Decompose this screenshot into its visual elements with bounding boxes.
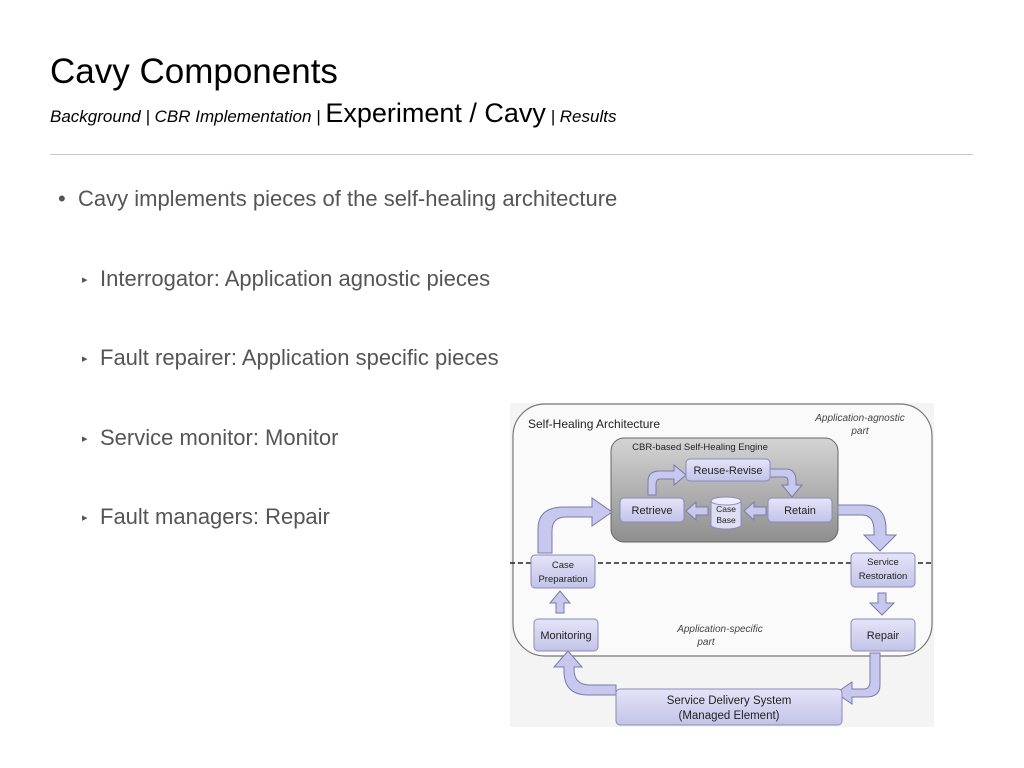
retrieve-label: Retrieve xyxy=(632,505,673,517)
specific-label-part: part xyxy=(696,637,715,648)
triangle-bullet-icon: ▸ xyxy=(82,433,88,445)
flow-arrows xyxy=(537,463,898,705)
retrieve-box: Retrieve xyxy=(619,497,685,523)
breadcrumb-cbr-implementation[interactable]: CBR Implementation xyxy=(154,107,312,126)
agnostic-label: Application-agnostic xyxy=(814,413,905,424)
breadcrumb-separator: | xyxy=(311,107,326,126)
self-healing-architecture-diagram: Self-Healing Architecture Application-ag… xyxy=(510,403,934,727)
case-preparation-box: Case Preparation xyxy=(530,554,596,589)
arrow-retain-to-casebase xyxy=(743,500,767,522)
triangle-bullet-icon: ▸ xyxy=(82,274,88,286)
bullet-main-text: Cavy implements pieces of the self-heali… xyxy=(78,186,618,211)
arrow-repair-to-servicedelivery xyxy=(835,652,881,705)
case-base-label-base: Base xyxy=(716,515,736,525)
monitoring-label: Monitoring xyxy=(540,630,591,642)
service-delivery-label: Service Delivery System xyxy=(667,695,792,707)
service-delivery-sublabel: (Managed Element) xyxy=(679,710,780,722)
sub-bullet: ▸ Fault repairer: Application specific pi… xyxy=(82,345,499,371)
arrow-reuse-to-retain xyxy=(767,468,804,498)
title-divider xyxy=(50,154,973,155)
arrow-restoration-to-repair xyxy=(868,592,896,616)
sub-bullet: ▸ Fault managers: Repair xyxy=(82,504,330,530)
breadcrumb-separator: | xyxy=(545,107,560,126)
service-restoration-label-2: Restoration xyxy=(859,571,908,582)
arrow-retain-to-restoration xyxy=(837,504,898,552)
case-preparation-label-2: Preparation xyxy=(538,574,587,585)
agnostic-label-part: part xyxy=(850,426,869,437)
reuse-revise-box: Reuse-Revise xyxy=(685,458,771,482)
case-preparation-label: Case xyxy=(552,560,574,571)
sub-bullet: ▸ Interrogator: Application agnostic piec… xyxy=(82,266,490,292)
arrow-retrieve-to-reuse xyxy=(647,463,687,496)
breadcrumb-current-section: Experiment / Cavy xyxy=(325,98,546,128)
sub-bullet-text: Service monitor: Monitor xyxy=(100,425,339,450)
case-base-cylinder: Case Base xyxy=(710,496,742,530)
diagram-title: Self-Healing Architecture xyxy=(528,417,660,431)
sub-bullet-text: Fault managers: Repair xyxy=(100,504,330,529)
breadcrumb-separator: | xyxy=(140,107,155,126)
arrow-monitoring-to-casepreparation xyxy=(548,590,572,614)
bullet-dot-icon: • xyxy=(58,186,66,211)
repair-label: Repair xyxy=(867,630,900,642)
breadcrumb-results[interactable]: Results xyxy=(559,107,617,126)
sub-bullet: ▸ Service monitor: Monitor xyxy=(82,425,338,451)
case-base-label: Case xyxy=(716,504,736,514)
retain-box: Retain xyxy=(767,497,833,523)
retain-label: Retain xyxy=(784,505,816,517)
engine-label: CBR-based Self-Healing Engine xyxy=(632,442,768,453)
breadcrumb: Background | CBR Implementation | Experi… xyxy=(50,98,616,129)
specific-label: Application-specific xyxy=(676,624,763,635)
sub-bullet-text: Fault repairer: Application specific pie… xyxy=(100,345,499,370)
arrow-servicedelivery-to-monitoring xyxy=(552,650,617,696)
bullet-main: • Cavy implements pieces of the self-heal… xyxy=(58,186,617,212)
service-delivery-box: Service Delivery System (Managed Element… xyxy=(615,688,843,726)
arrow-casebase-to-retrieve xyxy=(685,500,709,522)
breadcrumb-background[interactable]: Background xyxy=(50,107,141,126)
sub-bullet-text: Interrogator: Application agnostic piece… xyxy=(100,266,491,291)
slide-title: Cavy Components xyxy=(50,52,338,91)
repair-box: Repair xyxy=(850,618,916,652)
triangle-bullet-icon: ▸ xyxy=(82,512,88,524)
reuse-revise-label: Reuse-Revise xyxy=(693,465,762,477)
monitoring-box: Monitoring xyxy=(533,618,599,652)
arrow-casepreparation-to-retrieve xyxy=(537,497,613,554)
service-restoration-label: Service xyxy=(867,557,899,568)
service-restoration-box: Service Restoration xyxy=(850,552,916,588)
triangle-bullet-icon: ▸ xyxy=(82,353,88,365)
